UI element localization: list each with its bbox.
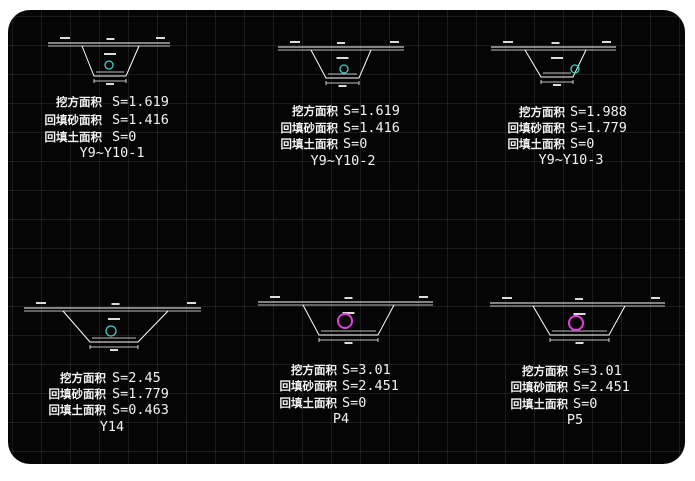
annotation-mark xyxy=(106,83,114,85)
pipe-icon xyxy=(105,325,117,337)
annotation-mark xyxy=(502,297,512,299)
area-label: 回填土面积 xyxy=(280,396,338,410)
section-id: Y9~Y10-1 xyxy=(79,145,144,161)
area-label: 回填砂面积 xyxy=(280,379,338,393)
area-value: S=2.451 xyxy=(573,379,630,395)
annotation-mark xyxy=(419,296,428,298)
area-label: 回填土面积 xyxy=(49,403,107,417)
annotation-mark xyxy=(344,297,353,299)
area-label: 回填土面积 xyxy=(281,137,339,151)
area-label: 回填砂面积 xyxy=(281,121,339,135)
cross-section-drawing xyxy=(24,302,201,351)
section-id: Y14 xyxy=(100,419,124,435)
section-2[interactable]: 挖方面积 S=1.619 回填砂面积 S=1.416 回填土面积 S=0Y9~Y10-2 xyxy=(278,41,404,169)
annotation-mark xyxy=(551,57,563,59)
area-label: 回填砂面积 xyxy=(45,113,103,127)
area-value: S=0 xyxy=(342,395,366,411)
section-3[interactable]: 挖方面积 S=1.988 回填砂面积 S=1.779 回填土面积 S=0Y9~Y10-3 xyxy=(491,41,627,168)
section-id: P5 xyxy=(567,412,583,428)
trench-outline xyxy=(524,49,587,78)
pipe-icon xyxy=(337,313,353,329)
annotation-mark xyxy=(290,41,300,43)
annotation-mark xyxy=(573,313,586,315)
area-label: 回填土面积 xyxy=(508,137,566,151)
area-label: 回填砂面积 xyxy=(508,121,566,135)
pipe-icon xyxy=(104,60,114,70)
annotation-mark xyxy=(60,37,70,39)
area-value: S=1.779 xyxy=(112,386,169,402)
annotation-mark xyxy=(344,342,353,344)
area-value: S=3.01 xyxy=(573,363,622,379)
pipe-icon xyxy=(339,64,349,74)
trench-outline xyxy=(532,305,626,336)
area-label: 挖方面积 xyxy=(60,371,106,385)
area-label: 挖方面积 xyxy=(56,95,102,109)
annotation-mark xyxy=(602,41,611,43)
area-value: S=3.01 xyxy=(342,362,391,378)
annotation-mark xyxy=(104,53,116,55)
annotation-mark xyxy=(110,349,118,351)
annotation-mark xyxy=(338,85,347,87)
annotation-mark xyxy=(651,297,660,299)
annotation-mark xyxy=(575,342,584,344)
annotation-mark xyxy=(503,41,513,43)
pipe-icon xyxy=(568,315,584,331)
annotation-mark xyxy=(575,298,583,300)
annotation-mark xyxy=(551,42,560,44)
annotation-mark xyxy=(111,303,120,305)
cross-section-drawing xyxy=(48,37,170,85)
annotation-mark xyxy=(108,318,120,320)
pipe-icon xyxy=(570,64,580,74)
annotation-mark xyxy=(36,302,46,304)
trench-outline xyxy=(62,310,169,343)
section-id: Y9~Y10-2 xyxy=(310,153,375,169)
area-value: S=0.463 xyxy=(112,402,169,418)
section-1[interactable]: 挖方面积 S=1.619 回填砂面积 S=1.416 回填土面积 S=0Y9~Y10-1 xyxy=(45,37,171,161)
area-value: S=1.416 xyxy=(112,112,169,128)
cross-section-drawing xyxy=(491,41,616,86)
area-label: 挖方面积 xyxy=(519,105,565,119)
section-6[interactable]: 挖方面积 S=3.01 回填砂面积 S=2.451 回填土面积 S=0P5 xyxy=(490,297,665,428)
annotation-mark xyxy=(187,302,196,304)
annotation-mark xyxy=(342,312,355,314)
annotation-mark xyxy=(106,38,115,40)
area-label: 挖方面积 xyxy=(291,363,337,377)
annotation-mark xyxy=(270,296,280,298)
area-value: S=1.416 xyxy=(343,120,400,136)
cross-section-drawing xyxy=(258,296,433,344)
area-value: S=1.619 xyxy=(343,103,400,119)
area-value: S=1.779 xyxy=(570,120,627,136)
area-label: 挖方面积 xyxy=(522,364,568,378)
trench-outline xyxy=(81,45,140,77)
area-value: S=0 xyxy=(570,136,594,152)
annotation-mark xyxy=(337,42,345,44)
area-value: S=2.451 xyxy=(342,378,399,394)
area-label: 回填土面积 xyxy=(45,130,103,144)
area-label: 回填砂面积 xyxy=(49,387,107,401)
area-label: 挖方面积 xyxy=(292,104,338,118)
cross-section-drawing xyxy=(278,41,404,87)
annotation-mark xyxy=(156,37,165,39)
cross-section-drawing xyxy=(490,297,665,344)
area-value: S=1.619 xyxy=(112,94,169,110)
trench-outline xyxy=(302,304,395,336)
area-label: 回填砂面积 xyxy=(511,380,569,394)
area-value: S=0 xyxy=(573,396,597,412)
annotation-mark xyxy=(390,41,399,43)
section-id: P4 xyxy=(333,411,349,427)
area-value: S=1.988 xyxy=(570,104,627,120)
annotation-mark xyxy=(553,84,561,86)
area-label: 回填土面积 xyxy=(511,397,569,411)
trench-outline xyxy=(310,49,372,79)
area-value: S=2.45 xyxy=(112,370,161,386)
section-5[interactable]: 挖方面积 S=3.01 回填砂面积 S=2.451 回填土面积 S=0P4 xyxy=(258,296,433,427)
area-value: S=0 xyxy=(112,129,136,145)
section-id: Y9~Y10-3 xyxy=(538,152,603,168)
annotation-mark xyxy=(336,57,349,59)
area-value: S=0 xyxy=(343,136,367,152)
